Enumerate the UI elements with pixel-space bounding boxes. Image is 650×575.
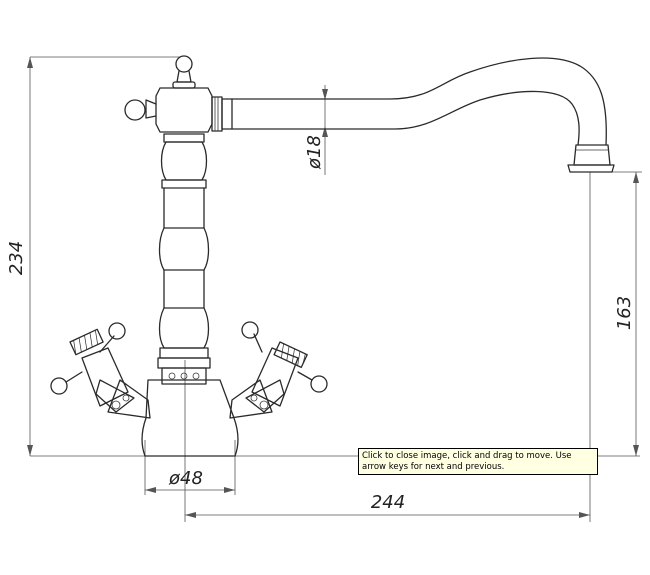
base-diameter-label: ø48 (168, 468, 203, 489)
spout-reach-label: 244 (371, 492, 405, 513)
viewer-tooltip[interactable]: Click to close image, click and drag to … (358, 448, 598, 475)
faucet-body (107, 55, 615, 457)
left-cross-handle (50, 322, 135, 413)
spout-diameter-label: ø18 (304, 135, 325, 170)
right-cross-handle (241, 321, 328, 413)
spout-height-label: 163 (614, 296, 635, 330)
height-total-label: 234 (6, 241, 27, 275)
